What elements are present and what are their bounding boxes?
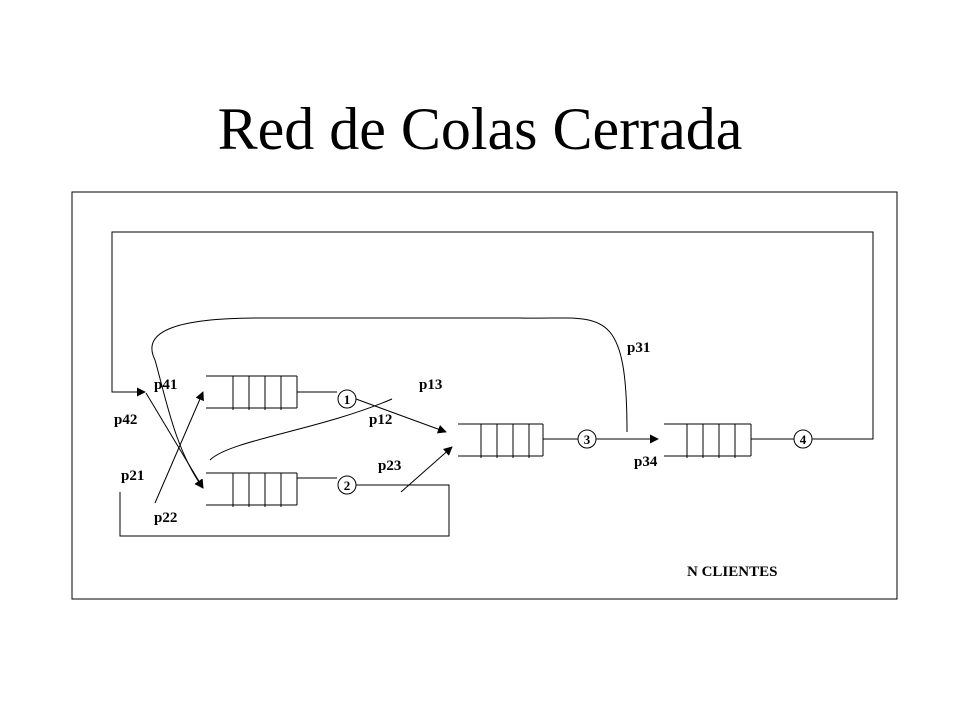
route-p23 <box>400 446 453 493</box>
server-1-label: 1 <box>344 392 351 407</box>
route-p12 <box>209 398 393 461</box>
label-p34: p34 <box>634 454 658 470</box>
page-title: Red de Colas Cerrada <box>217 96 743 162</box>
label-p22: p22 <box>154 510 177 526</box>
queue-1 <box>206 375 298 410</box>
route-p21-diagonal <box>154 391 204 504</box>
route-p13 <box>355 398 447 434</box>
label-p13: p13 <box>419 377 442 393</box>
queue-4 <box>664 423 752 458</box>
server-4-label: 4 <box>800 432 807 447</box>
diagram-frame <box>71 191 898 600</box>
route-p21 <box>119 492 155 537</box>
queue-2 <box>206 472 298 507</box>
label-p42: p42 <box>114 412 137 428</box>
label-p12: p12 <box>369 412 392 428</box>
route-p41 <box>145 392 204 489</box>
route-p31 <box>151 317 628 489</box>
label-p31: p31 <box>627 340 650 356</box>
label-p21: p21 <box>121 468 144 484</box>
server-2-label: 2 <box>344 478 351 493</box>
loop-4-to-1 <box>111 231 874 440</box>
server-3-label: 3 <box>584 432 591 447</box>
loop-2 <box>119 484 450 537</box>
queue-3 <box>458 423 544 458</box>
population-label: N CLIENTES <box>687 564 777 580</box>
label-p23: p23 <box>378 458 401 474</box>
label-p41: p41 <box>154 377 177 393</box>
